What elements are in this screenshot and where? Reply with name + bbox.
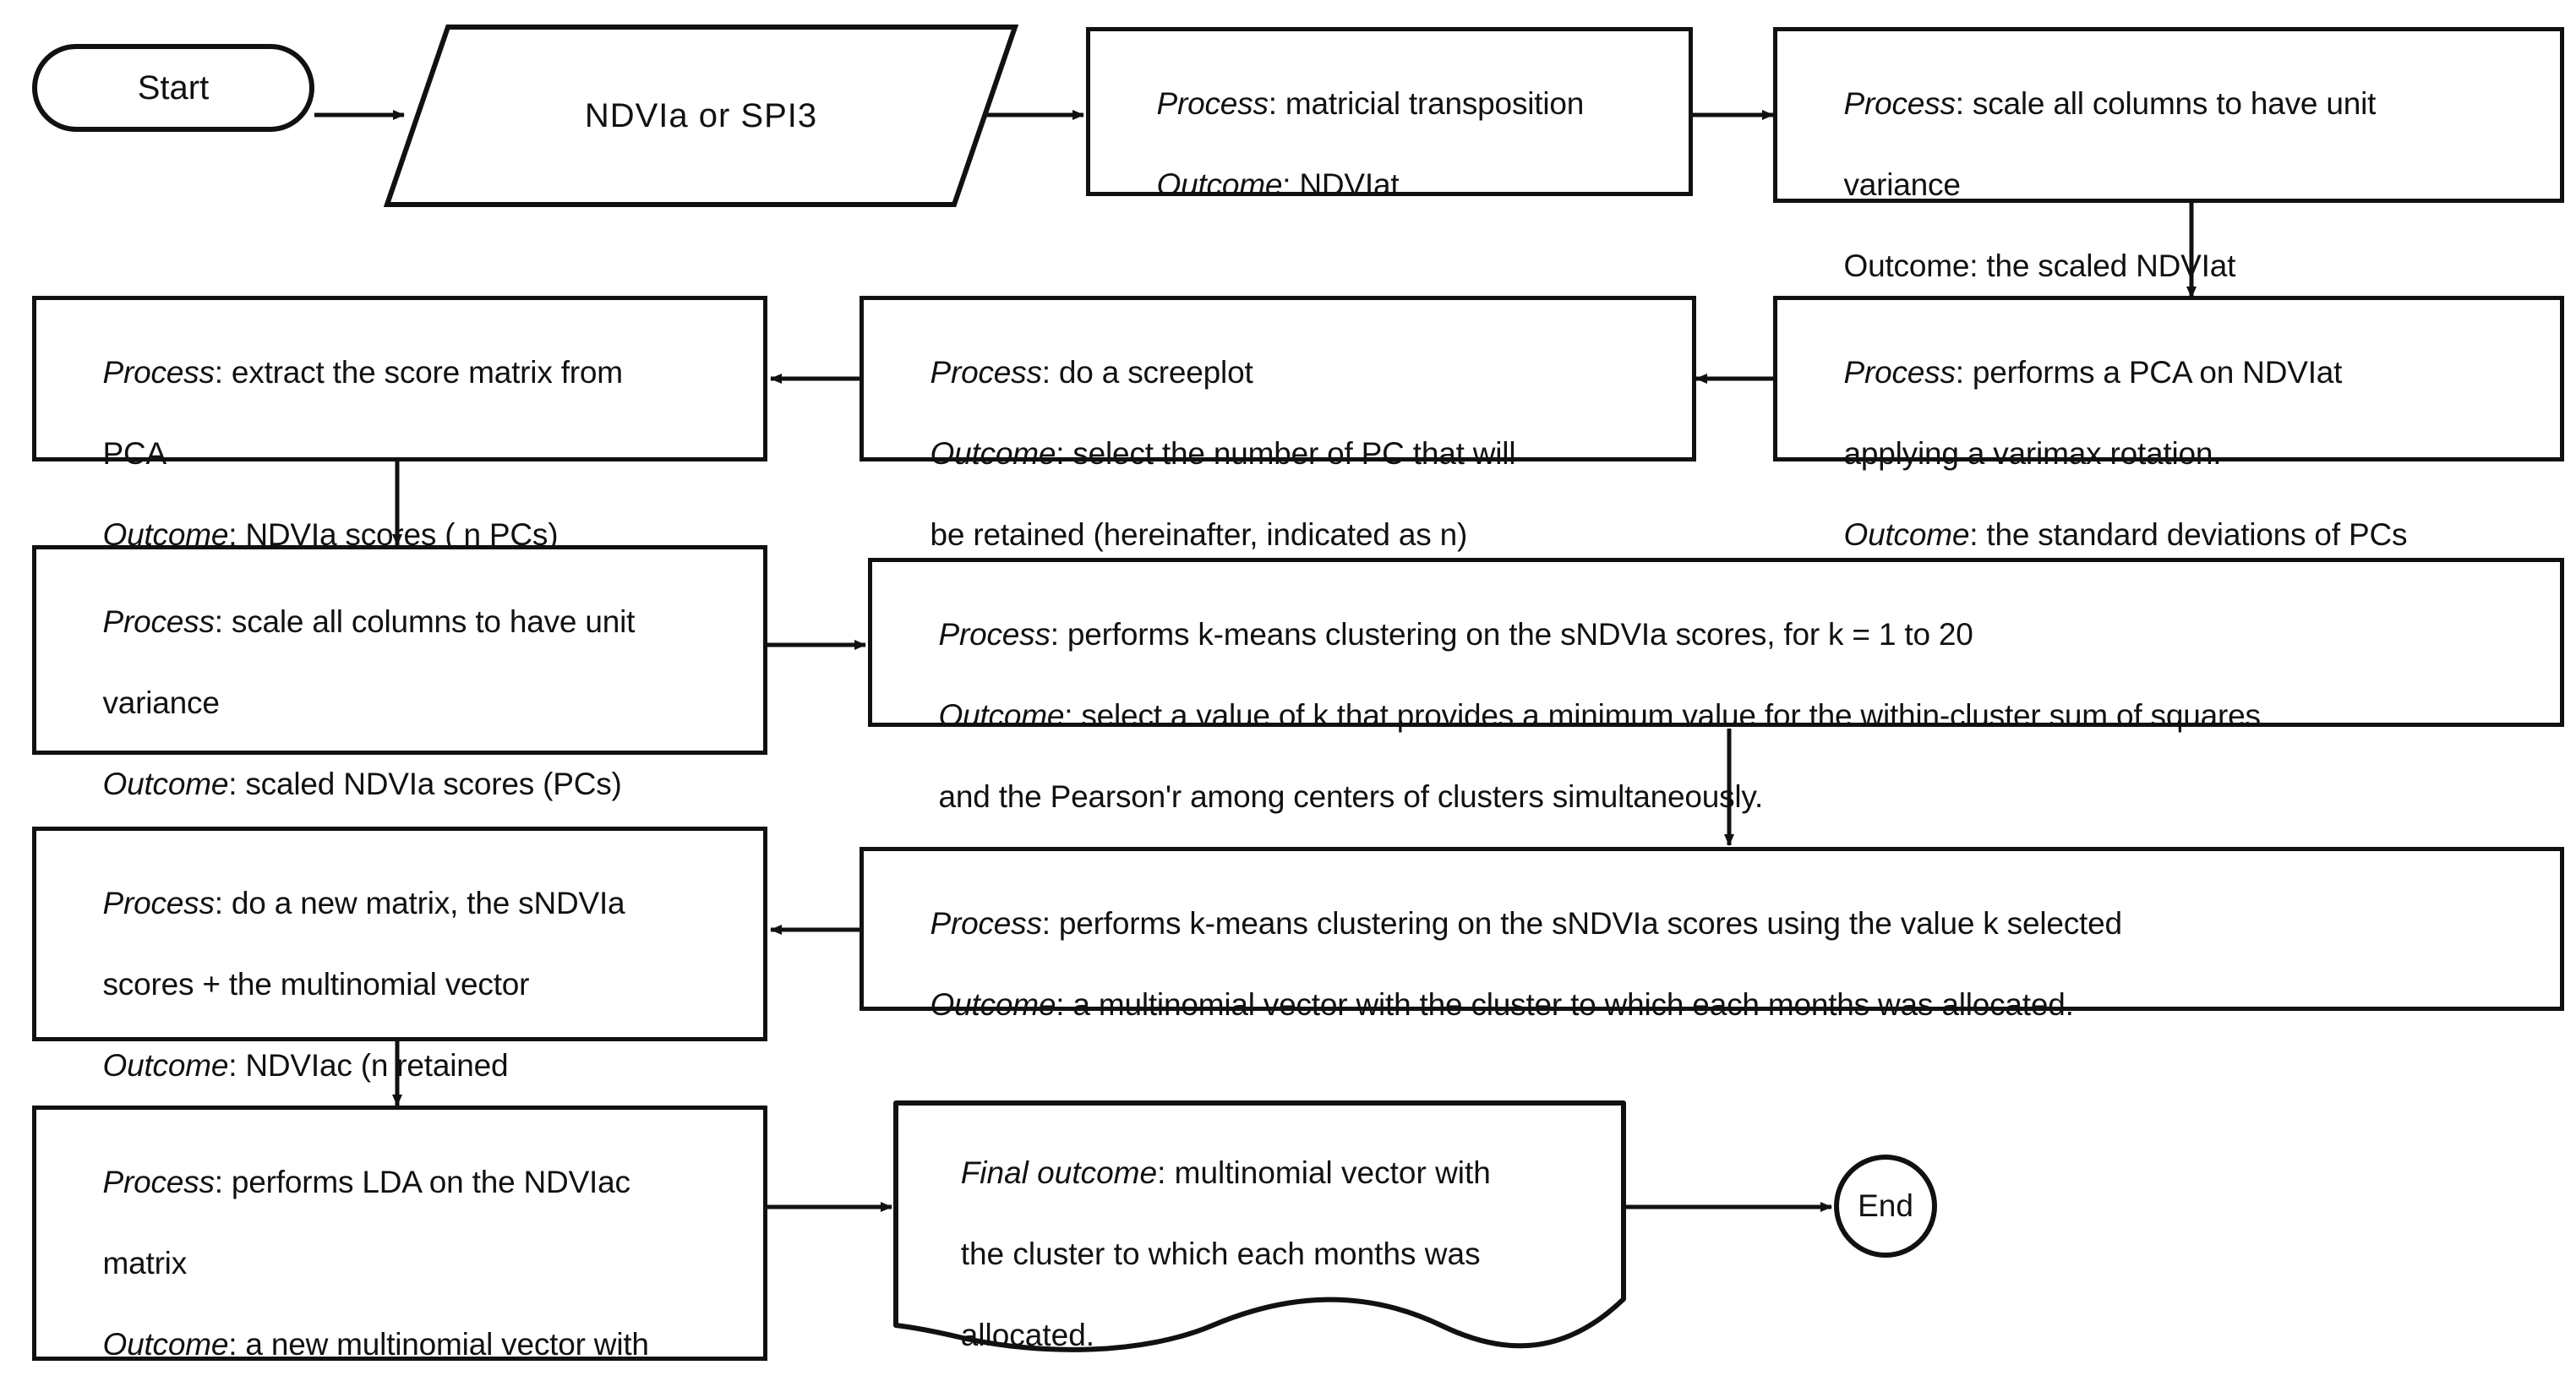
line-3: be retained (hereinafter, indicated as n…: [930, 517, 1468, 553]
line-2: applying a varimax rotation.: [1843, 436, 2222, 472]
node-transpose-text: Process: matricial transposition Outcome…: [1105, 43, 1675, 246]
outcome-text: : NDVIat: [1282, 167, 1400, 203]
process-label: Process: [102, 886, 215, 921]
outcome-text: : select a value of k that provides a mi…: [1064, 698, 2261, 734]
node-pca[interactable]: Process: performs a PCA on NDVIat applyi…: [1773, 296, 2564, 552]
outcome-label: Outcome: [938, 698, 1065, 734]
outcome-text: : select the number of PC that will: [1056, 436, 1516, 472]
outcome-label: Outcome: [930, 987, 1056, 1023]
process-text: : performs k-means clustering on the sND…: [1050, 617, 1973, 653]
line-2: PCA: [102, 436, 166, 472]
process-text: : scale all columns to have unit: [1955, 86, 2377, 122]
outcome-label: Outcome: [930, 436, 1056, 472]
process-text: : scale all columns to have unit: [214, 604, 636, 640]
outcome-label: Outcome: [1843, 517, 1970, 553]
node-lda-text: Process: performs LDA on the NDVIac matr…: [52, 1122, 750, 1376]
process-label: Process: [930, 906, 1042, 942]
node-kmeans-sweep[interactable]: Process: performs k-means clustering on …: [868, 558, 2564, 814]
process-text: : extract the score matrix from: [214, 355, 623, 390]
node-end-label: End: [1858, 1188, 1913, 1223]
node-new-matrix[interactable]: Process: do a new matrix, the sNDVIa sco…: [32, 827, 767, 1165]
parallelogram-shape: [383, 25, 1019, 207]
outcome-label: Outcome: [102, 1048, 229, 1084]
node-lda[interactable]: Process: performs LDA on the NDVIac matr…: [32, 1106, 767, 1362]
process-label: Process: [1156, 86, 1269, 122]
process-label: Process: [102, 604, 215, 640]
node-score-matrix[interactable]: Process: extract the score matrix from P…: [32, 296, 767, 552]
outcome-label: Outcome: [102, 1327, 229, 1362]
outcome-label: Outcome: [1156, 167, 1283, 203]
document-shape: [893, 1100, 1626, 1352]
line-2: matrix: [102, 1246, 188, 1281]
process-text: : performs LDA on the NDVIac: [214, 1165, 630, 1200]
line-2: the cluster to which each months was: [960, 1237, 1481, 1272]
line-3: and the Pearson'r among centers of clust…: [938, 779, 1764, 815]
outcome-text: : the standard deviations of PCs: [1969, 517, 2408, 553]
node-kmeans-final-text: Process: performs k-means clustering on …: [879, 863, 2546, 1066]
process-label: Process: [930, 355, 1042, 390]
node-end[interactable]: End: [1834, 1155, 1937, 1258]
final-outcome-text: : multinomial vector with: [1157, 1155, 1491, 1191]
outcome-text: : scaled NDVIa scores (PCs): [228, 767, 622, 802]
line-2: variance: [102, 685, 220, 721]
node-scale-scores[interactable]: Process: scale all columns to have unit …: [32, 545, 767, 883]
line-2: scores + the multinomial vector: [102, 967, 530, 1002]
node-kmeans-sweep-text: Process: performs k-means clustering on …: [887, 574, 2546, 859]
process-text: : do a new matrix, the sNDVIa: [214, 886, 625, 921]
process-text: : performs a PCA on NDVIat: [1955, 355, 2343, 390]
process-text: : do a screeplot: [1041, 355, 1253, 390]
node-scale-ndviat[interactable]: Process: scale all columns to have unit …: [1773, 27, 2564, 283]
node-start[interactable]: Start: [32, 44, 314, 132]
node-start-label: Start: [137, 68, 210, 106]
node-transpose[interactable]: Process: matricial transposition Outcome…: [1086, 27, 1693, 202]
process-label: Process: [938, 617, 1051, 653]
final-outcome-label: Final outcome: [960, 1155, 1158, 1191]
node-kmeans-final[interactable]: Process: performs k-means clustering on …: [860, 847, 2564, 1022]
line-3: Outcome: the scaled NDVIat: [1843, 248, 2236, 284]
outcome-text: : a new multinomial vector with: [228, 1327, 649, 1362]
outcome-text: : NDVIac (n retained: [228, 1048, 509, 1084]
process-text: : matricial transposition: [1268, 86, 1585, 122]
node-final-outcome-text: Final outcome: multinomial vector with t…: [909, 1112, 1613, 1376]
line-3: allocated.: [960, 1318, 1095, 1353]
process-label: Process: [1843, 86, 1956, 122]
process-label: Process: [102, 355, 215, 390]
line-2: variance: [1843, 167, 1961, 203]
node-pca-text: Process: performs a PCA on NDVIat applyi…: [1793, 312, 2546, 597]
node-screeplot-text: Process: do a screeplot Outcome: select …: [879, 312, 1678, 597]
process-label: Process: [1843, 355, 1956, 390]
node-input-label: NDVIa or SPI3: [584, 96, 818, 134]
node-final-outcome[interactable]: Final outcome: multinomial vector with t…: [892, 1099, 1627, 1352]
node-screeplot[interactable]: Process: do a screeplot Outcome: select …: [860, 296, 1696, 552]
outcome-label: Outcome: [102, 767, 229, 802]
node-input[interactable]: NDVIa or SPI3: [382, 22, 1020, 210]
outcome-text: : a multinomial vector with the cluster …: [1056, 987, 2074, 1023]
process-label: Process: [102, 1165, 215, 1200]
process-text: : performs k-means clustering on the sND…: [1041, 906, 2122, 942]
node-scale-ndviat-text: Process: scale all columns to have unit …: [1793, 43, 2546, 328]
